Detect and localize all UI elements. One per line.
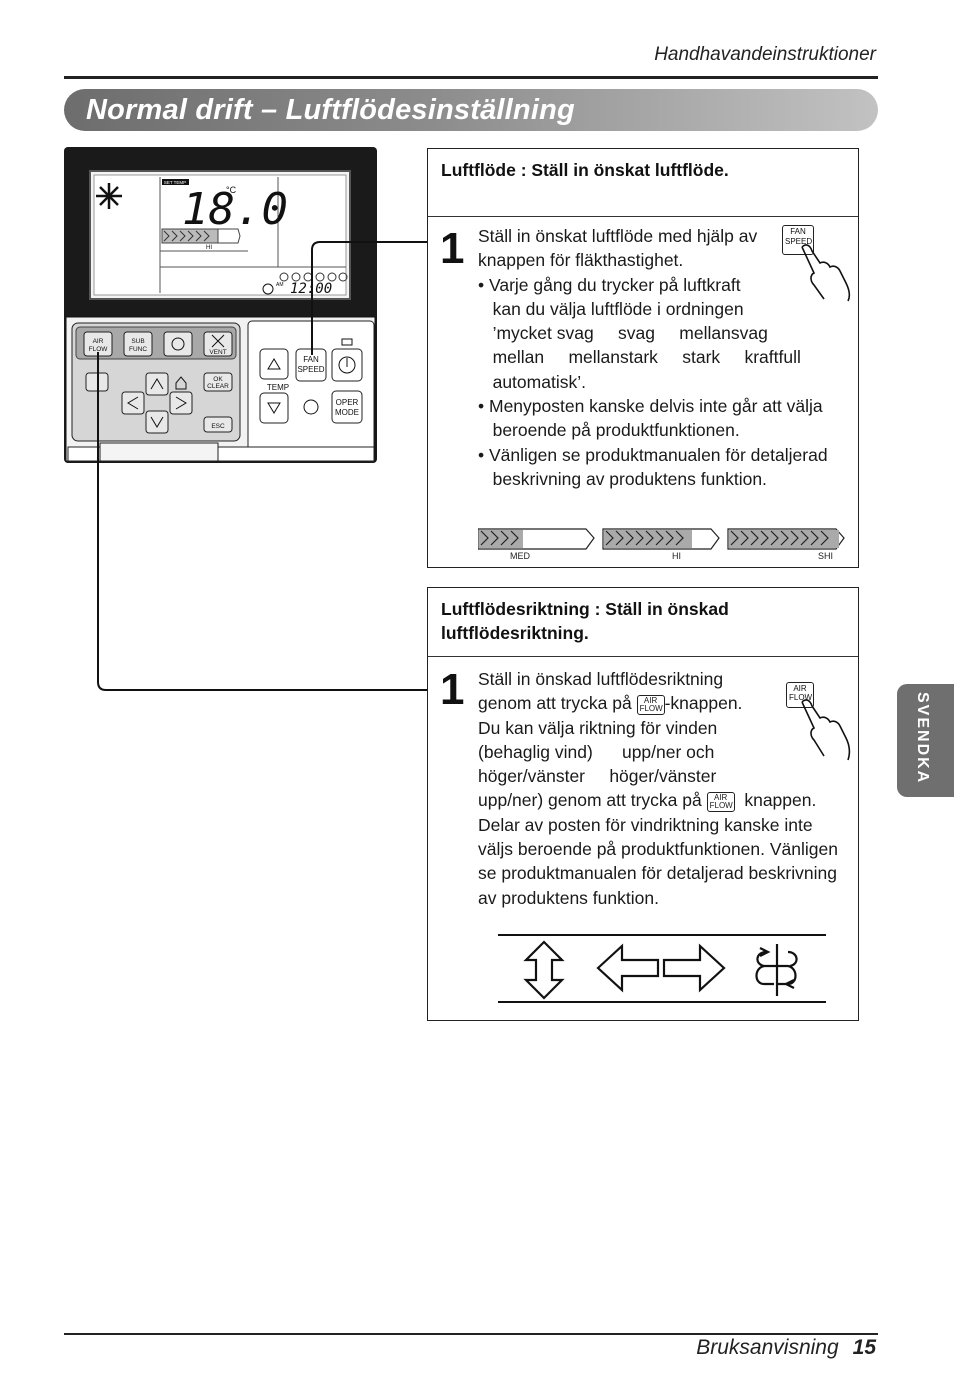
instruction-line: Ställ in önskad luftflödesriktning xyxy=(478,669,724,689)
instruction-line: automatisk’. xyxy=(478,371,586,392)
lcd-fan-bar xyxy=(161,228,241,244)
fan-speed-box: Luftflöde : Ställ in önskat luftflöde. 1… xyxy=(427,148,859,568)
language-side-tab-label: SVENDKA xyxy=(914,692,931,785)
svg-text:FAN: FAN xyxy=(303,355,319,364)
direction-icons-graphic xyxy=(498,934,826,1003)
instruction-line: ’mycket svag svag mellansvag xyxy=(478,323,768,344)
instruction-line: beroende på produktfunktionen. xyxy=(478,420,740,441)
instruction-text: genom att trycka på xyxy=(478,693,632,714)
instruction-line: Du kan välja riktning för vinden xyxy=(478,717,718,738)
footer-title: Bruksanvisning xyxy=(696,1336,839,1359)
unit-label: °C xyxy=(226,185,237,195)
speed-bar-label: HI xyxy=(672,551,681,561)
fan-speed-instructions: Ställ in önskat luftflöde med hjälp av k… xyxy=(478,224,828,491)
all-direction-swing-icon xyxy=(755,944,798,996)
snowflake-icon xyxy=(96,183,122,209)
instruction-line: kan du välja luftflöde i ordningen xyxy=(478,298,744,319)
section-title-bar xyxy=(64,89,878,131)
svg-text:MODE: MODE xyxy=(335,408,359,417)
air-direction-step-number: 1 xyxy=(440,665,465,714)
temperature-readout: 18.0 xyxy=(182,184,288,235)
fan-speed-heading: Luftflöde : Ställ in önskat luftflöde. xyxy=(441,160,729,180)
pressing-hand-icon xyxy=(801,699,851,761)
clock-icon xyxy=(262,283,274,295)
svg-text:OPER: OPER xyxy=(336,398,359,407)
speed-bar-label: SHI xyxy=(818,551,834,561)
svg-text:ESC: ESC xyxy=(211,423,225,430)
speed-bars-graphic xyxy=(478,528,845,550)
air-flow-button-illustration: AIR FLOW xyxy=(784,680,856,764)
instruction-line: knappen för fläkthastighet. xyxy=(478,250,684,271)
svg-text:SUB: SUB xyxy=(131,338,144,345)
svg-text:SPEED: SPEED xyxy=(297,365,324,374)
air-flow-inline-button: AIR FLOW xyxy=(706,791,735,812)
lcd-fan-label: HI xyxy=(206,245,212,251)
direction-icons-strip xyxy=(498,934,826,1004)
instruction-line: (behaglig vind) upp/ner och xyxy=(478,741,715,762)
svg-text:VENT: VENT xyxy=(209,349,226,356)
air-direction-box: Luftflödesriktning : Ställ in önskad luf… xyxy=(427,587,859,1021)
instruction-line: av produktens funktion. xyxy=(478,887,659,908)
left-right-swing-icon xyxy=(596,943,726,993)
instruction-line: väljs beroende på produktfunktionen. Vän… xyxy=(478,839,838,860)
fan-speed-divider xyxy=(428,216,858,217)
air-direction-divider xyxy=(428,656,858,657)
instruction-line: beskrivning av produktens funktion. xyxy=(478,468,767,489)
instruction-line: • Menyposten kanske delvis inte går att … xyxy=(478,396,823,417)
air-direction-heading-line: luftflödesriktning. xyxy=(441,623,589,643)
svg-text:FUNC: FUNC xyxy=(129,346,147,353)
instruction-line: • Varje gång du trycker på luftkraft xyxy=(478,274,741,295)
speed-bars: MED HI SHI xyxy=(478,527,850,563)
svg-text:OK: OK xyxy=(213,376,223,383)
am-label: AM xyxy=(276,282,284,288)
page-footer: Bruksanvisning 15 xyxy=(696,1336,876,1360)
instruction-line: höger/vänster höger/vänster xyxy=(478,766,717,787)
instruction-line: • Vänligen se produktmanualen för detalj… xyxy=(478,444,828,465)
document-header: Handhavandeinstruktioner xyxy=(654,44,876,65)
instruction-text: -knappen. xyxy=(664,693,743,714)
page-number: 15 xyxy=(852,1336,876,1359)
svg-text:FLOW: FLOW xyxy=(89,346,109,353)
svg-text:CLEAR: CLEAR xyxy=(207,383,229,390)
air-flow-mini-button: AIR FLOW xyxy=(786,682,814,708)
header-rule xyxy=(64,76,878,79)
air-direction-instructions: Ställ in önskad luftflödesriktning genom… xyxy=(478,667,838,910)
air-direction-heading: Luftflödesriktning : Ställ in önskad luf… xyxy=(441,597,729,645)
section-title: Normal drift – Luftflödesinställning xyxy=(86,94,575,126)
instruction-line: Ställ in önskat luftflöde med hjälp av xyxy=(478,226,758,246)
instruction-text: upp/ner) genom att trycka på xyxy=(478,790,702,811)
fan-speed-button-illustration: FAN SPEED xyxy=(780,223,858,303)
instruction-line: mellan mellanstark stark kraftfull xyxy=(478,347,801,368)
instruction-line: upp/ner) genom att trycka på AIR FLOW kn… xyxy=(478,788,838,812)
instruction-line: Delar av posten för vindriktning kanske … xyxy=(478,814,813,835)
air-direction-heading-line: Luftflödesriktning : Ställ in önskad xyxy=(441,599,729,619)
footer-rule xyxy=(64,1333,878,1335)
fan-speed-step-number: 1 xyxy=(440,224,465,273)
fan-speed-mini-button: FAN SPEED xyxy=(782,225,814,255)
speed-bar-label: MED xyxy=(510,551,530,561)
set-temp-label: SET TEMP xyxy=(164,180,186,185)
svg-text:AIR: AIR xyxy=(93,338,104,345)
instruction-line: genom att trycka på AIR FLOW-knappen. xyxy=(478,691,838,715)
up-down-swing-icon xyxy=(523,940,565,1000)
language-side-tab: SVENDKA xyxy=(897,684,954,797)
pressing-hand-icon xyxy=(801,244,851,302)
instruction-line: se produktmanualen för detaljerad beskri… xyxy=(478,863,837,884)
svg-text:TEMP: TEMP xyxy=(267,383,289,392)
air-flow-inline-button: AIR FLOW xyxy=(636,694,665,715)
instruction-text: knappen. xyxy=(744,790,817,811)
